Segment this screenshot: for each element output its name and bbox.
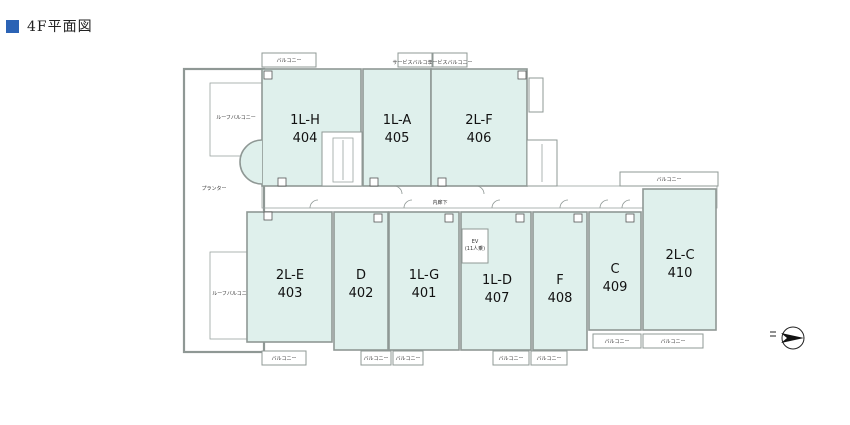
mb-box-409 bbox=[625, 213, 635, 223]
svg-text:バルコニー: バルコニー bbox=[396, 356, 421, 362]
unit-406[interactable]: 2L-F 406 bbox=[430, 68, 528, 187]
unit-408[interactable]: F 408 bbox=[532, 211, 588, 351]
svg-text:バルコニー: バルコニー bbox=[657, 177, 682, 183]
elevator-label: EV bbox=[472, 239, 479, 245]
door-arc bbox=[621, 199, 631, 209]
unit-403[interactable]: 2L-E 403 bbox=[246, 211, 333, 343]
mb-box-406 bbox=[437, 177, 447, 187]
svg-text:サービスバルコニー: サービスバルコニー bbox=[428, 59, 473, 66]
unit-name: C bbox=[610, 262, 619, 277]
balcony-407: バルコニー bbox=[492, 350, 530, 366]
mb-box-406-top bbox=[517, 70, 527, 80]
mb-box-402 bbox=[373, 213, 383, 223]
mb-box-408 bbox=[573, 213, 583, 223]
stairs-right bbox=[526, 139, 558, 187]
unit-name: 2L-E bbox=[276, 268, 304, 283]
balcony-403: バルコニー bbox=[261, 350, 307, 366]
balcony-409: バルコニー bbox=[592, 333, 642, 349]
unit-number: 407 bbox=[485, 291, 510, 306]
unit-name: 2L-C bbox=[665, 248, 694, 263]
unit-number: 401 bbox=[412, 286, 437, 301]
unit-409[interactable]: C 409 bbox=[588, 211, 642, 331]
svg-text:バルコニー: バルコニー bbox=[272, 356, 297, 362]
door-arc bbox=[599, 199, 609, 209]
mb-box-403 bbox=[263, 211, 273, 221]
unit-number: 406 bbox=[467, 131, 492, 146]
door-arc bbox=[393, 185, 403, 195]
svg-text:バルコニー: バルコニー bbox=[499, 356, 524, 362]
unit-number: 408 bbox=[548, 291, 573, 306]
door-arc bbox=[309, 199, 319, 209]
balcony-401: バルコニー bbox=[392, 350, 424, 366]
door-arc bbox=[559, 199, 569, 209]
balcony-410: バルコニー bbox=[642, 333, 704, 349]
svg-text:バルコニー: バルコニー bbox=[364, 356, 389, 362]
door-arc bbox=[491, 199, 501, 209]
door-arc bbox=[403, 199, 413, 209]
unit-410[interactable]: 2L-C 410 bbox=[642, 188, 717, 331]
balcony-410-top: バルコニー bbox=[619, 171, 719, 187]
mb-box-405 bbox=[369, 177, 379, 187]
page-title: 4F平面図 bbox=[27, 19, 93, 35]
unit-number: 409 bbox=[603, 280, 628, 295]
mb-box-401 bbox=[444, 213, 454, 223]
unit-name: 1L-G bbox=[409, 268, 440, 283]
elevator-capacity: (11人乗) bbox=[465, 245, 485, 252]
balcony-408: バルコニー bbox=[530, 350, 568, 366]
roof-area-outline bbox=[182, 67, 266, 354]
service-balcony-406: サービスバルコニー bbox=[428, 52, 473, 68]
mb-box-404-top bbox=[263, 70, 273, 80]
door-arc bbox=[475, 185, 485, 195]
service-balcony-405: サービスバルコニー bbox=[393, 52, 438, 68]
unit-402[interactable]: D 402 bbox=[333, 211, 389, 351]
unit-405[interactable]: 1L-A 405 bbox=[362, 68, 432, 187]
compass-icon bbox=[770, 326, 805, 350]
floor-plan-heading: 4F平面図 bbox=[6, 15, 93, 37]
planter-label: プランター bbox=[201, 185, 226, 192]
balcony-404: バルコニー bbox=[261, 52, 317, 68]
unit-number: 405 bbox=[385, 131, 410, 146]
unit-name: D bbox=[356, 268, 366, 283]
mb-box-404 bbox=[277, 177, 287, 187]
unit-name: F bbox=[556, 273, 563, 288]
balcony-406-side bbox=[528, 77, 544, 113]
unit-name: 1L-D bbox=[482, 273, 512, 288]
unit-number: 410 bbox=[668, 266, 693, 281]
roof-balcony-upper-label: ルーフバルコニー bbox=[216, 115, 256, 121]
svg-text:バルコニー: バルコニー bbox=[537, 356, 562, 362]
svg-text:バルコニー: バルコニー bbox=[605, 339, 630, 345]
roof-balcony-lower-label: ルーフバルコニー bbox=[212, 291, 252, 297]
stairs-left bbox=[321, 131, 363, 187]
unit-name: 1L-H bbox=[290, 113, 320, 128]
unit-name: 1L-A bbox=[383, 113, 412, 128]
unit-name: 2L-F bbox=[465, 113, 492, 128]
unit-401[interactable]: 1L-G 401 bbox=[388, 211, 460, 351]
svg-text:サービスバルコニー: サービスバルコニー bbox=[393, 59, 438, 66]
svg-text:バルコニー: バルコニー bbox=[661, 339, 686, 345]
mb-box-407 bbox=[515, 213, 525, 223]
svg-text:バルコニー: バルコニー bbox=[277, 58, 302, 64]
unit-number: 403 bbox=[278, 286, 303, 301]
unit-number: 404 bbox=[293, 131, 318, 146]
unit-number: 402 bbox=[349, 286, 374, 301]
heading-accent-square bbox=[6, 19, 19, 33]
balcony-402: バルコニー bbox=[360, 350, 392, 366]
corridor-label: 内廊下 bbox=[432, 199, 447, 206]
elevator-box bbox=[461, 228, 489, 264]
